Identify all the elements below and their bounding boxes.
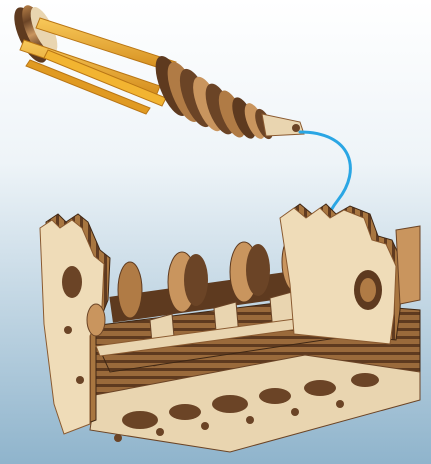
assembly-illustration xyxy=(0,0,431,464)
assembly-instruction-scene xyxy=(0,0,431,464)
